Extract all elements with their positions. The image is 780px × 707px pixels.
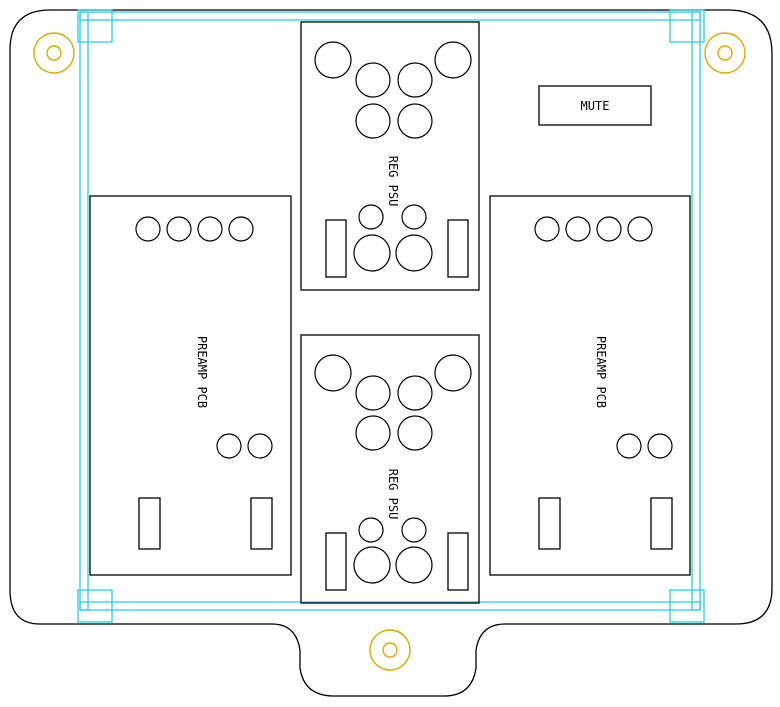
regulator [538,497,561,550]
connector [135,216,161,242]
capacitor [397,103,433,139]
regulator [138,497,161,550]
capacitor [355,415,391,451]
reg-psu-label-bottom: REG PSU [386,469,400,520]
capacitor [434,41,472,79]
capacitor [434,354,472,392]
connector [565,216,591,242]
regulator [447,219,469,278]
regulator [250,497,273,550]
mount-hole-top-right [704,32,746,74]
capacitor [397,62,433,98]
capacitor [314,41,352,79]
preamp-pcb-right: PREAMP PCB [489,195,691,576]
enclosure-outline [9,9,773,697]
regulator [325,219,347,278]
reg-psu-label-top: REG PSU [386,156,400,207]
capacitor [353,546,391,584]
mount-hole-bottom-tab [369,629,411,671]
capacitor [355,103,391,139]
capacitor [395,546,433,584]
capacitor [355,375,391,411]
preamp-pcb-left: PREAMP PCB [89,195,292,576]
regulator [325,532,347,591]
connector [197,216,223,242]
regulator [447,532,469,591]
connector [534,216,560,242]
corner-block-top-left [77,9,113,43]
capacitor [647,433,673,459]
capacitor [397,415,433,451]
connector [166,216,192,242]
preamp-label-left: PREAMP PCB [195,336,209,408]
capacitor [616,433,642,459]
reg-psu-board-bottom: REG PSU [300,334,480,604]
capacitor [397,375,433,411]
capacitor [247,433,273,459]
corner-block-top-right [669,9,705,43]
capacitor [395,234,433,272]
mute-box: MUTE [538,85,652,126]
capacitor [216,433,242,459]
capacitor [401,517,427,543]
capacitor [401,204,427,230]
connector [627,216,653,242]
preamp-label-right: PREAMP PCB [594,336,608,408]
reg-psu-board-top: REG PSU [300,21,480,291]
corner-block-bottom-right [669,589,705,623]
capacitor [314,354,352,392]
corner-block-bottom-left [77,589,113,623]
capacitor [355,62,391,98]
connector [228,216,254,242]
mount-hole-top-left [33,32,75,74]
mounting-rails [77,9,705,623]
connector [596,216,622,242]
regulator [650,497,673,550]
capacitor [358,517,384,543]
capacitor [353,234,391,272]
capacitor [358,204,384,230]
mute-label: MUTE [581,99,610,113]
